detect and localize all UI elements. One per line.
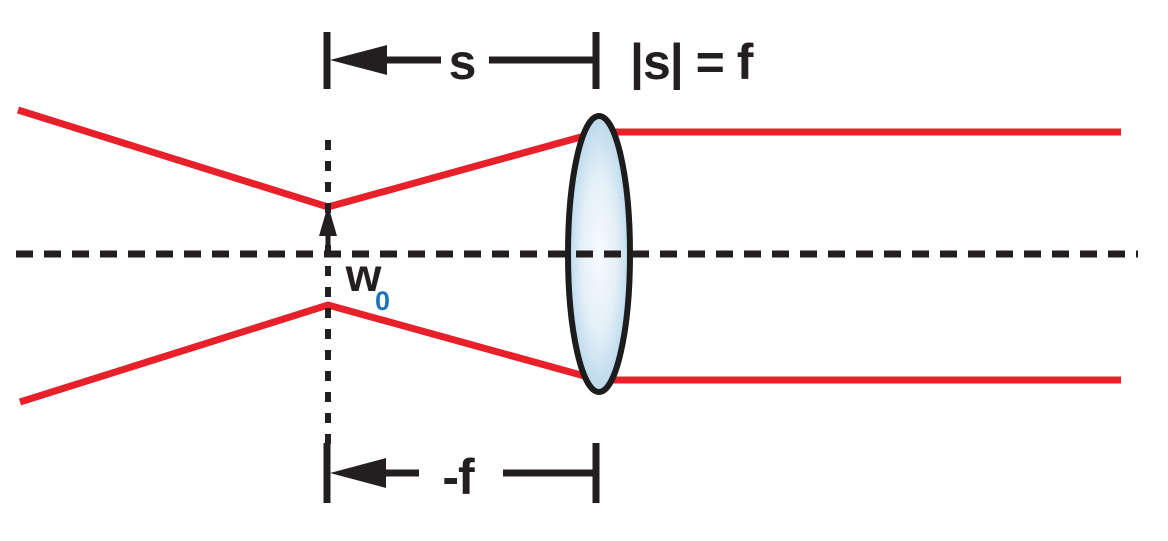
- arrow-left-icon: [330, 45, 387, 75]
- top-condition-label: |s| = f: [630, 34, 754, 91]
- arrow-left-icon: [330, 458, 386, 488]
- bottom-distance-label: -f: [442, 449, 475, 505]
- lens: [565, 113, 633, 395]
- top-distance-label: s: [449, 34, 476, 90]
- waist-symbol-label: w: [345, 249, 382, 301]
- waist-subscript-label: 0: [375, 286, 389, 316]
- beam-lower-envelope: [18, 301, 1121, 406]
- arrow-up-icon: [319, 205, 337, 236]
- beam-upper-envelope: [16, 106, 1121, 211]
